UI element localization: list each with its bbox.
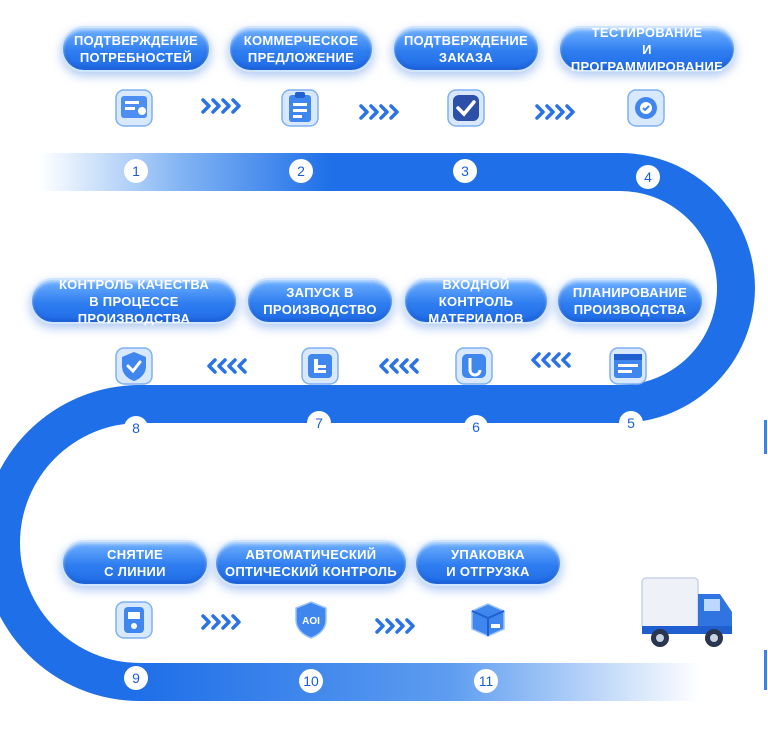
step-label-3: ПОДТВЕРЖДЕНИЕ ЗАКАЗА: [403, 33, 529, 65]
step-number-11: 11: [474, 669, 498, 693]
document-icon: [115, 89, 153, 127]
package-box-icon: [471, 603, 505, 637]
step-label-8: КОНТРОЛЬ КАЧЕСТВА В ПРОЦЕССЕ ПРОИЗВОДСТВ…: [58, 276, 210, 326]
chevron-right-icon: [535, 104, 575, 120]
step-label-4: ТЕСТИРОВАНИЕ И ПРОГРАММИРОВАНИЕ: [570, 24, 724, 74]
aoi-shield-icon: AOI: [295, 601, 327, 639]
step-pill-8: КОНТРОЛЬ КАЧЕСТВА В ПРОЦЕССЕ ПРОИЗВОДСТВ…: [30, 276, 238, 326]
step-number-4: 4: [636, 165, 660, 189]
chevron-right-icon: [375, 618, 415, 634]
chevron-left-icon: [379, 358, 419, 374]
track-row-2: [140, 385, 620, 423]
step-pill-7: ЗАПУСК В ПРОИЗВОДСТВО: [246, 278, 394, 324]
step-pill-2: КОММЕРЧЕСКОЕ ПРЕДЛОЖЕНИЕ: [228, 26, 374, 72]
arrow-right-1-2: [200, 98, 244, 114]
arrow-left-6-7: [378, 358, 422, 374]
track-turn-left: [0, 385, 140, 701]
arrow-left-7-8: [206, 358, 250, 374]
track-row-3: [140, 663, 700, 701]
schedule-icon: [609, 347, 647, 385]
arrow-right-9-10: [200, 614, 244, 630]
step-number-9: 9: [124, 666, 148, 690]
step-pill-9: СНЯТИЕ С ЛИНИИ: [61, 540, 209, 586]
checkmark-icon: [447, 89, 485, 127]
chevron-left-icon: [531, 352, 571, 368]
step-pill-5: ПЛАНИРОВАНИЕ ПРОИЗВОДСТВА: [556, 278, 704, 324]
step-number-8: 8: [124, 416, 148, 440]
step-pill-4: ТЕСТИРОВАНИЕ И ПРОГРАММИРОВАНИЕ: [558, 24, 736, 74]
chevron-right-icon: [359, 104, 399, 120]
step-label-9: СНЯТИЕ С ЛИНИИ: [104, 547, 166, 579]
edge-mark-bottom: [764, 650, 767, 690]
step-label-2: КОММЕРЧЕСКОЕ ПРЕДЛОЖЕНИЕ: [243, 33, 359, 65]
step-pill-6: ВХОДНОЙ КОНТРОЛЬ МАТЕРИАЛОВ: [403, 276, 549, 326]
clipboard-icon: [281, 89, 319, 127]
gear-check-icon: [627, 89, 665, 127]
chevron-right-icon: [201, 614, 241, 630]
edge-mark-top: [764, 420, 767, 454]
arrow-right-2-3: [358, 104, 402, 120]
step-label-7: ЗАПУСК В ПРОИЗВОДСТВО: [263, 285, 377, 317]
step-number-2: 2: [289, 159, 313, 183]
chevron-right-icon: [201, 98, 241, 114]
step-pill-11: УПАКОВКА И ОТГРУЗКА: [414, 540, 562, 586]
arrow-left-5-6: [530, 352, 574, 368]
delivery-truck-icon: [641, 577, 732, 647]
aoi-badge-text: AOI: [302, 616, 320, 627]
arrow-right-3-4: [534, 104, 578, 120]
step-label-6: ВХОДНОЙ КОНТРОЛЬ МАТЕРИАЛОВ: [428, 276, 524, 326]
track-turn-right: [620, 153, 755, 423]
step-pill-1: ПОДТВЕРЖДЕНИЕ ПОТРЕБНОСТЕЙ: [61, 26, 211, 72]
step-number-3: 3: [453, 159, 477, 183]
step-pill-10: АВТОМАТИЧЕСКИЙ ОПТИЧЕСКИЙ КОНТРОЛЬ: [214, 540, 408, 586]
step-label-5: ПЛАНИРОВАНИЕ ПРОИЗВОДСТВА: [572, 285, 688, 317]
step-label-11: УПАКОВКА И ОТГРУЗКА: [446, 547, 530, 579]
step-number-10: 10: [299, 669, 323, 693]
step-number-7: 7: [307, 411, 331, 435]
step-number-5: 5: [619, 411, 643, 435]
line-removal-icon: [115, 601, 153, 639]
inspection-icon: [455, 347, 493, 385]
arrow-right-10-11: [374, 618, 418, 634]
step-number-6: 6: [464, 415, 488, 439]
chevron-left-icon: [207, 358, 247, 374]
step-label-10: АВТОМАТИЧЕСКИЙ ОПТИЧЕСКИЙ КОНТРОЛЬ: [225, 547, 397, 579]
step-label-1: ПОДТВЕРЖДЕНИЕ ПОТРЕБНОСТЕЙ: [73, 33, 199, 65]
production-icon: [301, 347, 339, 385]
step-pill-3: ПОДТВЕРЖДЕНИЕ ЗАКАЗА: [392, 26, 540, 72]
shield-check-icon: [115, 347, 153, 385]
step-number-1: 1: [124, 159, 148, 183]
